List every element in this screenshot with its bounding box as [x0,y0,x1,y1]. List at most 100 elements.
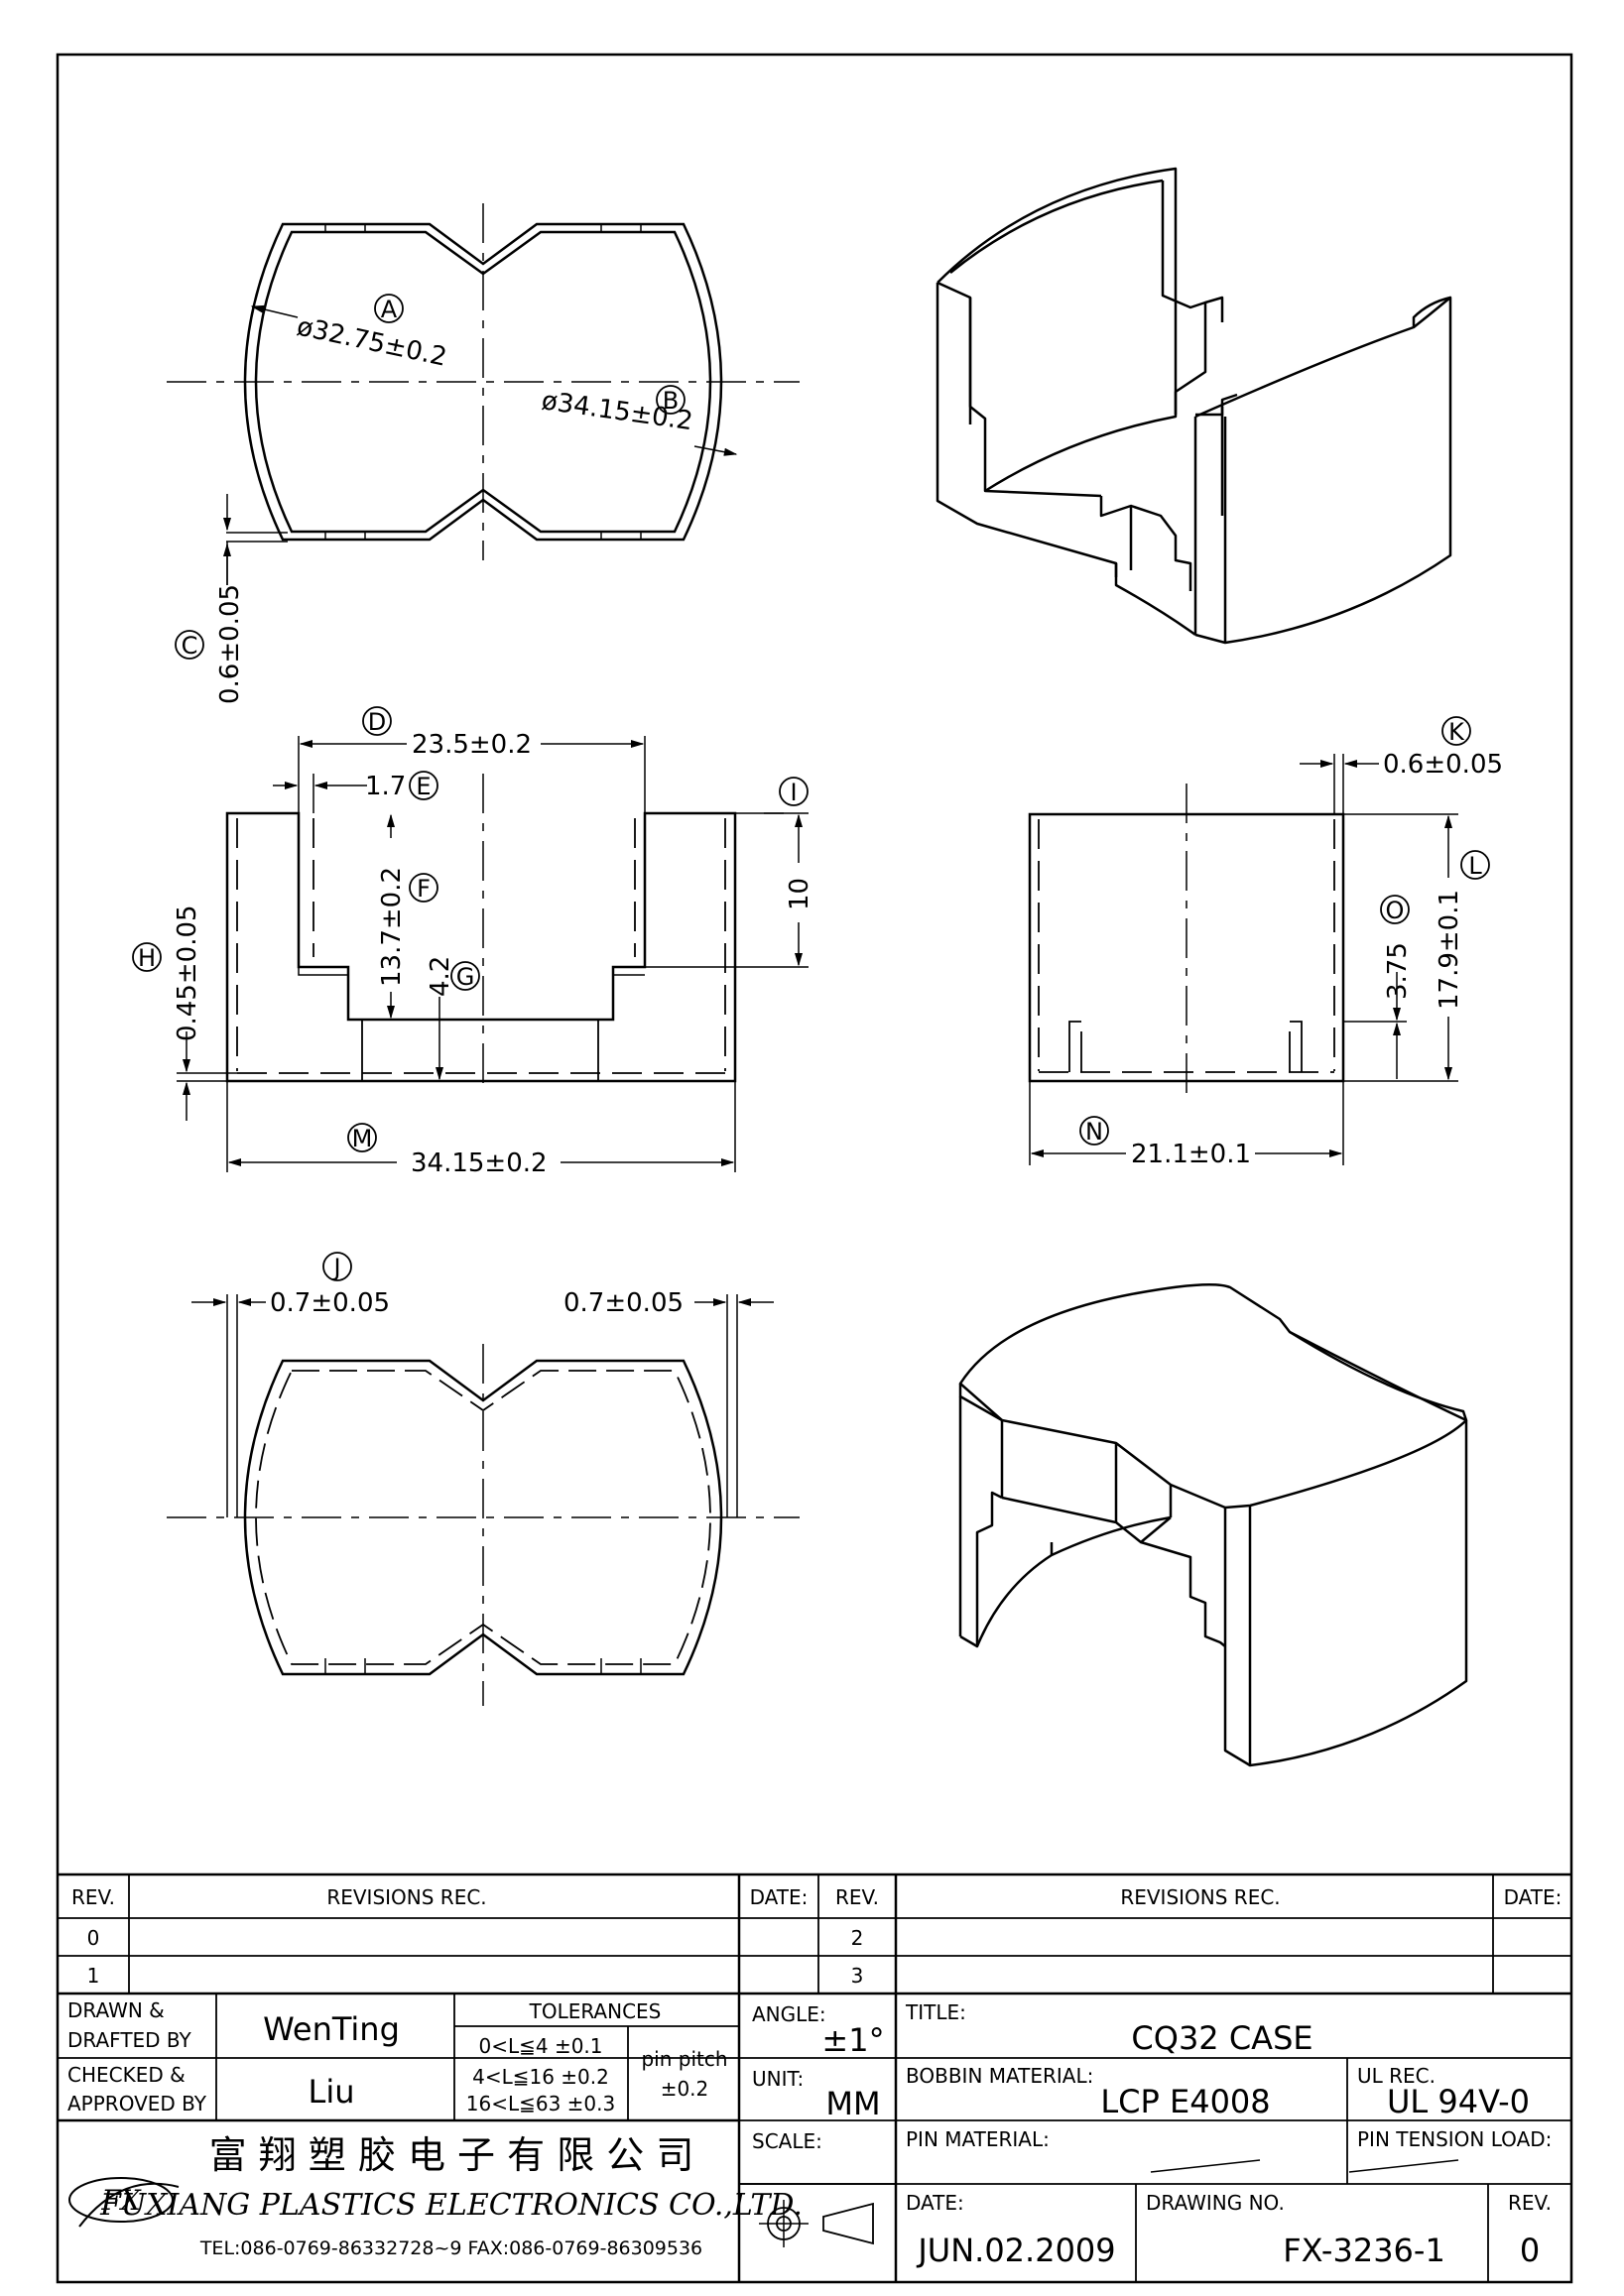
unit-label: UNIT: [752,2067,804,2091]
bubble-g-letter: G [456,963,475,991]
scale-label: SCALE: [752,2129,822,2153]
company-name-en: FUXIANG PLASTICS ELECTRONICS CO.,LTD. [99,2188,803,2223]
sheet-border [56,53,1573,2284]
angle-label: ANGLE: [752,2002,826,2026]
bubble-l-letter: L [1468,852,1482,880]
bubble-e [409,771,438,800]
dim-c-text: 0.6±0.05 [215,584,245,704]
tolerance-2: 4<L≦16 ±0.2 [472,2065,609,2089]
rev-header-right: REV. [835,1885,879,1909]
checked-label-1: CHECKED & [67,2063,186,2087]
rev-label: REV. [1508,2191,1552,2215]
date-label: DATE: [906,2191,964,2215]
rev-row-1: 1 [87,1964,100,1988]
bottom-view-labels: J 0.7±0.05 0.7±0.05 [270,1252,684,1318]
bubble-o [1380,895,1410,924]
dim-k-text: 0.6±0.05 [1383,750,1503,780]
date-header-left: DATE: [750,1885,809,1909]
pin-tension-label: PIN TENSION LOAD: [1357,2127,1552,2151]
bobbin-material-value: LCP E4008 [1100,2083,1270,2120]
drawn-label-2: DRAFTED BY [67,2028,192,2052]
pin-pitch-label: pin pitch [641,2047,727,2071]
front-view [177,736,809,1172]
bubble-o-letter: O [1386,897,1405,924]
top-view-labels: A ø32.75±0.2 B ø34.15±0.2 C 0.6±0.05 [175,294,694,704]
bubble-b-letter: B [663,387,679,415]
rev-row-3: 3 [851,1964,864,1988]
date-value: JUN.02.2009 [916,2232,1115,2269]
bubble-n-letter: N [1085,1118,1103,1146]
dim-o-text: 3.75 [1383,942,1413,1000]
bubble-c [175,630,204,660]
dim-d-text: 23.5±0.2 [412,730,532,760]
rev-row-2: 2 [851,1926,864,1950]
checked-label-2: APPROVED BY [67,2092,207,2115]
bubble-j-letter: J [331,1254,340,1281]
bubble-b [656,385,686,415]
dim-a-text: ø32.75±0.2 [295,312,449,373]
revisions-header-right: REVISIONS REC. [1120,1885,1280,1909]
dim-f-text: 13.7±0.2 [377,867,407,987]
bubble-f [409,873,438,903]
drawing-no-label: DRAWING NO. [1146,2191,1285,2215]
bubble-i-letter: I [790,779,797,806]
bubble-h [132,942,162,972]
bubble-i [779,777,809,806]
bubble-e-letter: E [416,773,431,800]
bubble-g [450,961,480,991]
bubble-l [1460,850,1490,880]
dim-j-text: 0.7±0.05 [270,1288,390,1318]
bubble-h-letter: H [138,944,156,972]
ul-rec-value: UL 94V-0 [1387,2083,1530,2120]
bottom-view [167,1294,800,1706]
title-value: CQ32 CASE [1131,2019,1312,2057]
company-tel-fax: TEL:086-0769-86332728~9 FAX:086-0769-863… [199,2237,702,2259]
isometric-view-closed [958,1282,1468,1767]
side-view [1028,754,1458,1165]
ul-rec-label: UL REC. [1357,2064,1436,2088]
bubble-n [1079,1116,1109,1146]
pin-material-label: PIN MATERIAL: [906,2127,1050,2151]
dim-m-text: 34.15±0.2 [411,1148,548,1178]
bobbin-material-label: BOBBIN MATERIAL: [906,2064,1093,2088]
isometric-view-open [936,167,1452,645]
tolerance-3: 16<L≦63 ±0.3 [466,2092,615,2115]
angle-value: ±1° [821,2021,884,2059]
dim-h-text: 0.45±0.05 [173,905,202,1041]
bubble-m [347,1123,377,1152]
dim-l-text: 17.9±0.1 [1435,890,1464,1010]
company-name-cn: 富 翔 塑 胶 电 子 有 限 公 司 [209,2133,694,2177]
dim-i-text: 10 [785,878,814,910]
bubble-j [322,1252,352,1281]
dim-j2-text: 0.7±0.05 [563,1288,684,1318]
dim-n-text: 21.1±0.1 [1131,1140,1251,1169]
unit-value: MM [825,2085,880,2122]
title-label: TITLE: [905,2000,966,2024]
rev-row-0: 0 [87,1926,100,1950]
rev-header-left: REV. [71,1885,115,1909]
dim-e-text: 1.7 [365,772,406,801]
drawn-by-value: WenTing [263,2010,400,2048]
bubble-a [374,294,404,323]
bubble-c-letter: C [182,632,198,660]
title-block-text: REV. REVISIONS REC. DATE: REV. REVISIONS… [67,1885,1562,2269]
dim-g-text: 4.2 [426,956,455,997]
bubble-d-letter: D [368,708,386,736]
tolerance-1: 0<L≦4 ±0.1 [478,2034,602,2058]
top-view [167,203,800,585]
company-logo-text: FX [100,2184,141,2217]
bubble-a-letter: A [381,296,398,323]
pin-pitch-value: ±0.2 [661,2077,709,2101]
title-block [58,1873,1571,2282]
drawing-no-value: FX-3236-1 [1283,2232,1445,2269]
front-view-labels: D 23.5±0.2 1.7 E 13.7±0.2 F 4.2 G H 0.45… [132,706,814,1178]
side-view-labels: K 0.6±0.05 L 17.9±0.1 O 3.75 N 21.1±0.1 [1079,716,1503,1169]
rev-value: 0 [1520,2232,1540,2269]
date-header-right: DATE: [1504,1885,1562,1909]
drawn-label-1: DRAWN & [67,1998,165,2022]
revisions-header-left: REVISIONS REC. [326,1885,486,1909]
bubble-m-letter: M [352,1125,373,1152]
checked-by-value: Liu [309,2073,355,2111]
bubble-d [362,706,392,736]
